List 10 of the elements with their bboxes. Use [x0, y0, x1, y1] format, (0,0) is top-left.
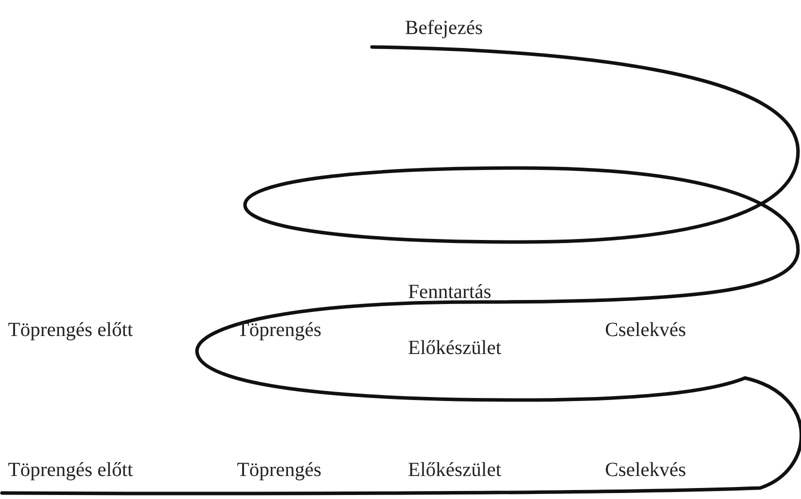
stage-label: Töprengés előtt	[8, 458, 133, 482]
stage-label: Töprengés	[237, 458, 322, 482]
stage-label: Fenntartás	[408, 280, 492, 304]
stage-label: Töprengés előtt	[8, 318, 133, 342]
stage-label: Cselekvés	[605, 318, 686, 342]
stage-label: Cselekvés	[605, 458, 686, 482]
stage-label: Befejezés	[405, 16, 483, 40]
stage-label: Töprengés	[237, 318, 322, 342]
stage-label: Előkészület	[408, 458, 502, 482]
stage-label: Előkészület	[408, 336, 502, 360]
